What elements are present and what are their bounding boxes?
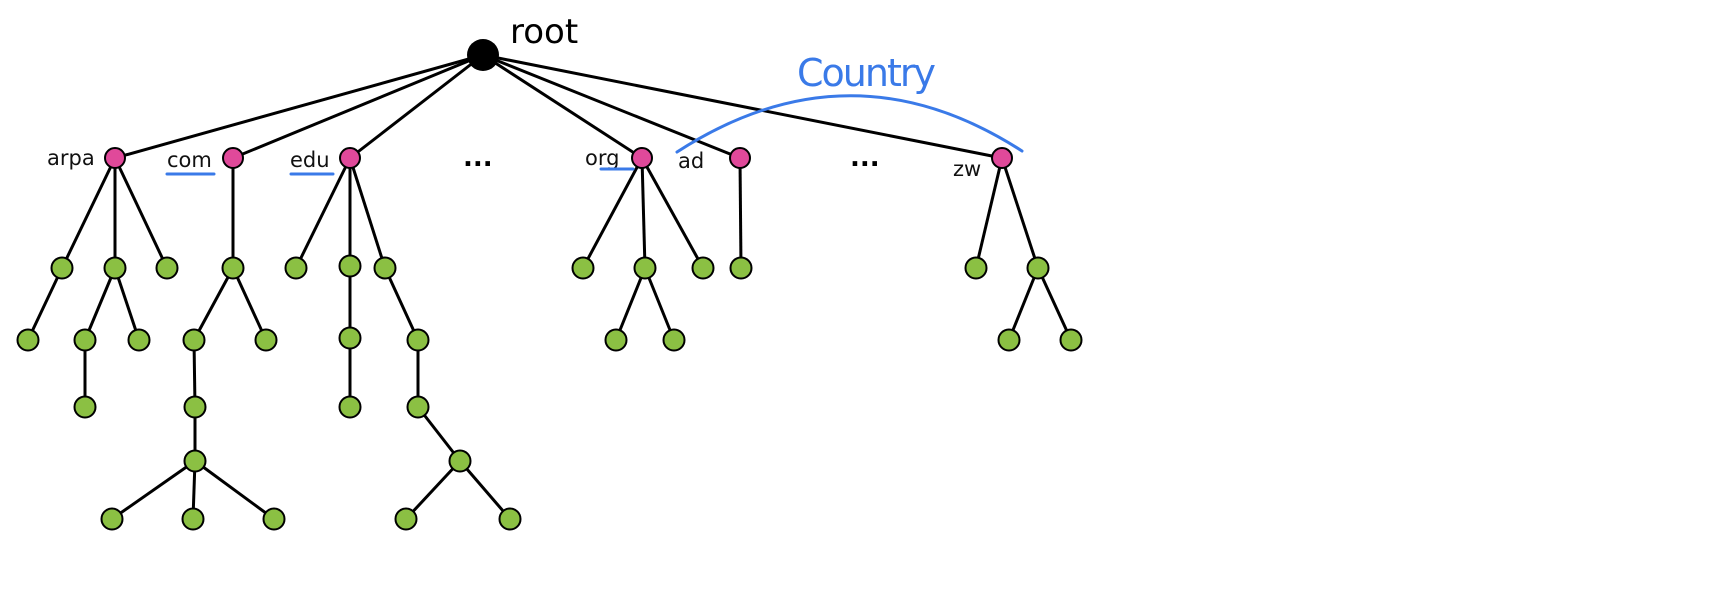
edge-root-arpa bbox=[114, 53, 484, 160]
tld-label-ad: ad bbox=[678, 149, 704, 173]
tld-node-com bbox=[222, 147, 244, 169]
domain-node-z2 bbox=[1026, 256, 1050, 280]
domain-node-o2 bbox=[633, 256, 657, 280]
edges-layer bbox=[26, 53, 1073, 521]
domain-node-o2a bbox=[604, 328, 628, 352]
domain-node-o1 bbox=[571, 256, 595, 280]
edge-org-o3 bbox=[640, 157, 705, 269]
domain-node-a1a bbox=[16, 328, 40, 352]
edge-c1-c1a bbox=[192, 267, 235, 341]
tld-node-ad bbox=[729, 147, 751, 169]
domain-node-e3y bbox=[498, 507, 522, 531]
domain-node-c1 bbox=[221, 256, 245, 280]
domain-node-o2b bbox=[662, 328, 686, 352]
edge-org-o1 bbox=[581, 157, 644, 269]
domain-node-e2aa bbox=[338, 395, 362, 419]
domain-node-c1a bbox=[182, 328, 206, 352]
domain-node-a3 bbox=[155, 256, 179, 280]
edge-a2-a2b bbox=[113, 267, 141, 341]
domain-node-e3aaa bbox=[448, 449, 472, 473]
edge-edu-e1 bbox=[294, 157, 352, 269]
domain-node-a1 bbox=[50, 256, 74, 280]
domain-node-e3 bbox=[373, 256, 397, 280]
domain-node-a2b bbox=[127, 328, 151, 352]
edge-root-edu bbox=[349, 53, 484, 160]
domain-node-e2a bbox=[338, 326, 362, 350]
tld-label-zw: zw bbox=[953, 157, 981, 181]
edge-zw-z2 bbox=[1000, 157, 1040, 269]
edge-o2-o2b bbox=[643, 267, 676, 341]
domain-node-c1z bbox=[262, 507, 286, 531]
edge-root-org bbox=[482, 53, 643, 160]
ellipsis-2: ... bbox=[850, 143, 880, 173]
edge-ad-d1 bbox=[738, 157, 743, 269]
domain-node-a2aa bbox=[73, 395, 97, 419]
tld-node-arpa bbox=[104, 147, 126, 169]
edge-e3aaa-e3y bbox=[458, 460, 512, 520]
tld-label-arpa: arpa bbox=[47, 146, 95, 170]
country-bracket-arc bbox=[675, 94, 1024, 154]
edge-c1aaa-c1z bbox=[194, 459, 275, 521]
tld-node-zw bbox=[991, 147, 1013, 169]
tld-node-org bbox=[631, 147, 653, 169]
edge-e3aaa-e3x bbox=[404, 459, 462, 521]
edge-zw-z1 bbox=[974, 157, 1004, 269]
nodes-layer bbox=[16, 39, 1083, 531]
tld-label-edu: edu bbox=[290, 148, 330, 172]
labels-layer: root arpa com edu ... org ad ... zw Coun… bbox=[47, 12, 1024, 181]
edge-a1-a1a bbox=[26, 267, 64, 341]
edge-z2-z2a bbox=[1007, 267, 1040, 341]
domain-node-z1 bbox=[964, 256, 988, 280]
edge-arpa-a1 bbox=[60, 157, 117, 269]
edge-e3-e3a bbox=[383, 267, 420, 341]
domain-node-e3a bbox=[406, 328, 430, 352]
edge-z2-z2b bbox=[1036, 267, 1073, 341]
domain-node-c1aaa bbox=[183, 449, 207, 473]
edge-c1aaa-c1x bbox=[111, 459, 196, 521]
domain-node-c1x bbox=[100, 507, 124, 531]
country-annotation: Country bbox=[797, 51, 935, 95]
domain-node-e2 bbox=[338, 254, 362, 278]
domain-node-z2b bbox=[1059, 328, 1083, 352]
domain-node-e1 bbox=[284, 256, 308, 280]
domain-node-a2a bbox=[73, 328, 97, 352]
domain-node-d1 bbox=[729, 256, 753, 280]
root-label: root bbox=[510, 12, 578, 52]
domain-node-c1y bbox=[181, 507, 205, 531]
domain-node-e3aa bbox=[406, 395, 430, 419]
ellipsis-1: ... bbox=[463, 143, 493, 173]
edge-c1-c1b bbox=[231, 267, 268, 341]
domain-node-a2 bbox=[103, 256, 127, 280]
edge-root-com bbox=[232, 53, 484, 160]
domain-node-c1aa bbox=[183, 395, 207, 419]
edge-edu-e3 bbox=[348, 157, 387, 269]
edge-arpa-a3 bbox=[113, 157, 169, 269]
edge-a2-a2a bbox=[83, 267, 117, 341]
edge-org-o2 bbox=[640, 157, 647, 269]
edge-o2-o2a bbox=[614, 267, 647, 341]
root-node bbox=[467, 39, 499, 71]
tld-node-edu bbox=[339, 147, 361, 169]
edge-root-zw bbox=[482, 53, 1003, 160]
domain-node-c1b bbox=[254, 328, 278, 352]
tld-label-org: org bbox=[585, 146, 619, 170]
domain-node-z2a bbox=[997, 328, 1021, 352]
domain-node-e3x bbox=[394, 507, 418, 531]
edge-root-ad bbox=[482, 53, 741, 160]
tld-label-com: com bbox=[167, 148, 212, 172]
domain-node-o3 bbox=[691, 256, 715, 280]
